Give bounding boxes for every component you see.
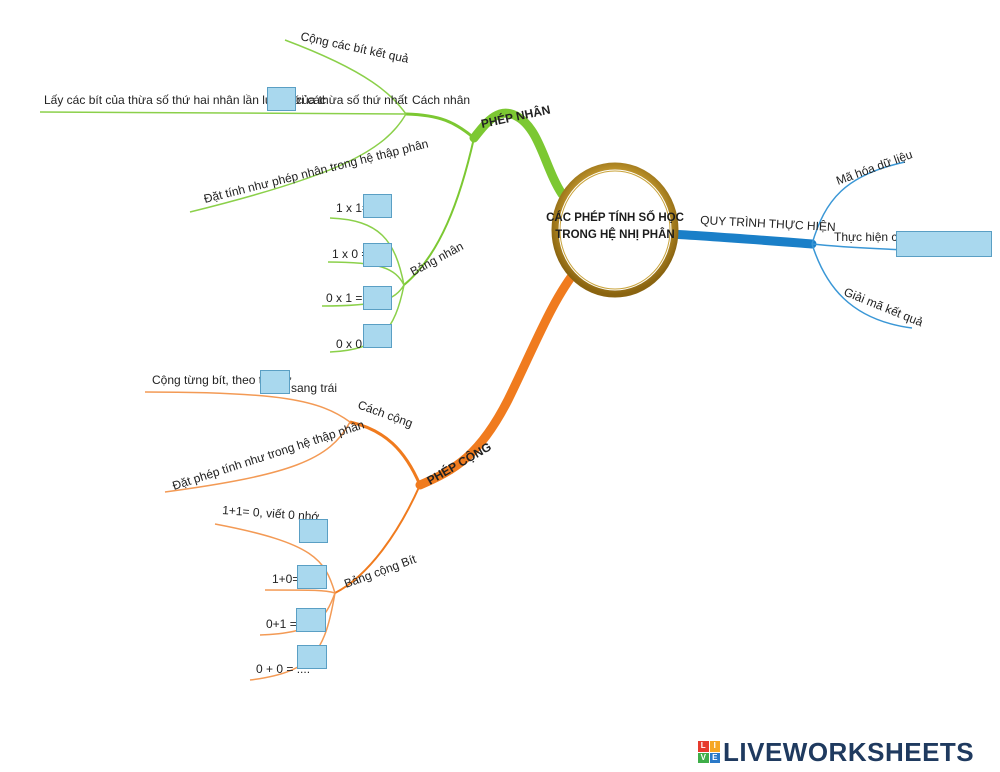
process-title: QUY TRÌNH THỰC HIỆN xyxy=(700,212,836,234)
process-main-connector xyxy=(663,229,817,249)
multiply-table-blank-4[interactable] xyxy=(363,324,392,348)
multiply-table-row-3: 0 x 1 =.. xyxy=(326,291,369,305)
add-table-leaf-1-line xyxy=(214,523,336,594)
multiply-table-row-1: 1 x 1= xyxy=(336,201,369,215)
liveworksheets-logo-text: LIVEWORKSHEETS xyxy=(723,736,975,767)
multiply-how-item-1: Cộng các bít kết quả xyxy=(299,29,410,66)
multiply-title: PHÉP NHÂN xyxy=(480,102,552,131)
process-branch: QUY TRÌNH THỰC HIỆN Mã hóa dữ liệu Thực … xyxy=(663,147,925,329)
center-node: CÁC PHÉP TÍNH SỐ HỌC TRONG HỆ NHỊ PHÂN xyxy=(546,162,684,298)
multiply-how-item-3: Đặt tính như phép nhân trong hệ thập phâ… xyxy=(202,136,429,205)
process-leaf-2-line xyxy=(811,243,906,251)
add-table-label: Bảng cộng Bít xyxy=(342,552,418,591)
liveworksheets-logo-mark: L I V E xyxy=(698,741,720,763)
add-table-blank-1[interactable] xyxy=(299,519,328,543)
multiply-table-blank-1[interactable] xyxy=(363,194,392,218)
add-main-connector xyxy=(415,263,583,490)
add-table-connector xyxy=(334,484,421,594)
multiply-branch: PHÉP NHÂN Cách nhân Cộng các bít kết quả… xyxy=(39,29,567,353)
multiply-table-leaf-2-line xyxy=(327,261,405,286)
multiply-table-row-2: 1 x 0 = xyxy=(332,247,368,261)
process-blank[interactable] xyxy=(896,231,992,257)
multiply-how-connector xyxy=(405,112,475,140)
add-how-connector xyxy=(349,420,422,486)
logo-mark-letter-1: L xyxy=(698,741,709,752)
add-title: PHÉP CỘNG xyxy=(424,439,494,488)
multiply-main-connector xyxy=(469,108,567,199)
process-leaf-3-line xyxy=(811,243,913,329)
add-how-item-1b: sang trái xyxy=(291,381,337,395)
logo-mark-letter-2: I xyxy=(709,741,720,752)
add-table-row-2: 1+0= xyxy=(272,572,299,586)
multiply-how-leaf-3-line xyxy=(189,113,407,213)
add-table-blank-2[interactable] xyxy=(297,565,327,589)
add-how-item-1: Cộng từng bít, theo thứ tự xyxy=(152,373,292,387)
add-how-item-2: Đặt phép tính như trong hệ thập phân xyxy=(171,417,366,492)
multiply-how-underline xyxy=(39,111,407,115)
multiply-table-leaf-1-line xyxy=(329,217,405,286)
add-table-blank-4[interactable] xyxy=(297,645,327,669)
liveworksheets-logo: L I V E LIVEWORKSHEETS xyxy=(698,737,974,767)
multiply-how-label: Cách nhân xyxy=(412,93,470,107)
multiply-how-item-2: Lấy các bít của thừa số thứ hai nhân lần… xyxy=(44,93,326,107)
logo-mark-letter-4: E xyxy=(709,752,720,763)
center-title-line-2: TRONG HỆ NHỊ PHÂN xyxy=(555,228,674,241)
add-table-row-4: 0 + 0 = .... xyxy=(256,662,310,676)
multiply-table-connector xyxy=(403,137,475,286)
add-table-row-3: 0+1 =.. xyxy=(266,617,303,631)
center-title-line-1: CÁC PHÉP TÍNH SỐ HỌC xyxy=(546,210,684,224)
multiply-table-blank-2[interactable] xyxy=(363,243,392,267)
center-node-inner-ring xyxy=(559,170,671,290)
add-how-leaf-1-line xyxy=(144,391,351,423)
multiply-how-leaf-1-line xyxy=(284,39,407,115)
multiply-table-blank-3[interactable] xyxy=(363,286,392,310)
logo-mark-letter-3: V xyxy=(698,752,709,763)
add-table-row-1: 1+1= 0, viết 0 nhớ xyxy=(222,503,320,524)
add-table-blank-3[interactable] xyxy=(296,608,326,632)
add-how-leaf-2-line xyxy=(164,421,351,493)
multiply-how-item-2b: của thừa số thứ nhất xyxy=(296,93,408,107)
multiply-how-blank[interactable] xyxy=(267,87,296,111)
add-table-leaf-2-line xyxy=(264,589,336,594)
add-how-blank[interactable] xyxy=(260,370,290,394)
process-leaf-1-line xyxy=(811,161,906,245)
add-branch: PHÉP CỘNG Cách cộng Cộng từng bít, theo … xyxy=(144,263,583,681)
process-item-2: Thực hiện các xyxy=(834,230,910,244)
process-item-1: Mã hóa dữ liệu xyxy=(834,147,914,188)
center-node-ring xyxy=(551,162,679,298)
